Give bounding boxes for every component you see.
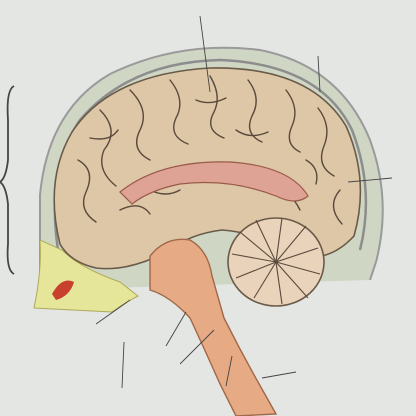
red-accent	[52, 280, 74, 300]
corpus-callosum	[119, 161, 309, 205]
sulci-lines	[77, 75, 343, 225]
pointer-lines	[95, 15, 393, 389]
cerebellum	[227, 217, 325, 307]
brainstem	[149, 238, 278, 416]
left-brace	[0, 85, 15, 275]
